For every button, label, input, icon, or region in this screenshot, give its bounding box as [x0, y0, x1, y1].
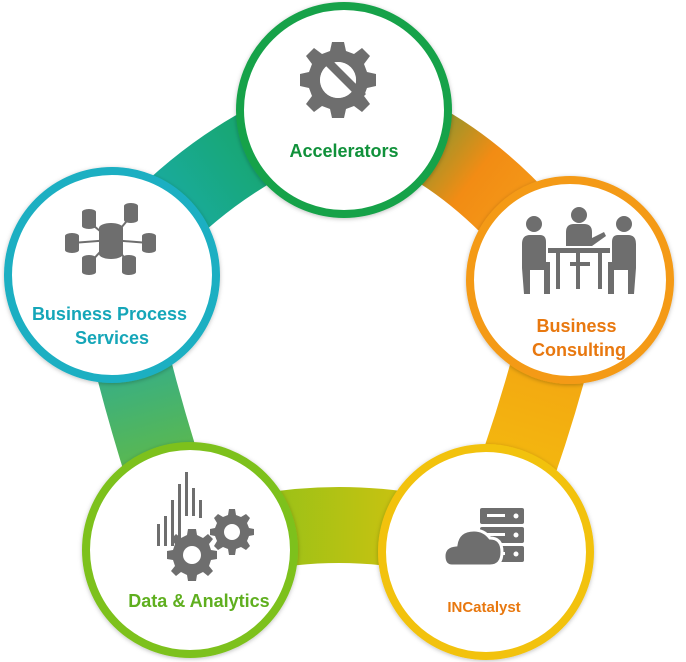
node-accelerators[interactable]: Accelerators [236, 2, 452, 218]
node-accelerators-label-line-1: Accelerators [289, 141, 398, 161]
node-incatalyst[interactable]: INCatalyst [378, 444, 594, 660]
node-business-consulting-label: Business Consulting [532, 316, 626, 360]
node-data-analytics[interactable]: Data & Analytics [82, 442, 298, 658]
node-incatalyst-label: INCatalyst [447, 599, 520, 616]
node-accelerators-label: Accelerators [289, 141, 398, 161]
node-business-consulting-label-line-1: Business [536, 316, 616, 336]
cloud-server-icon [442, 508, 524, 568]
node-data-analytics-label: Data & Analytics [128, 591, 269, 611]
node-business-process-services-label-line-1: Business Process [32, 304, 187, 324]
database-network-icon [65, 203, 156, 275]
node-business-consulting-label-line-2: Consulting [532, 340, 626, 360]
node-business-process-services-ring [4, 167, 220, 383]
meeting-icon [522, 207, 636, 294]
node-business-process-services[interactable]: Business Process Services [4, 167, 220, 383]
gear-wrench-icon [300, 42, 376, 118]
node-incatalyst-label-line-1: INCatalyst [447, 599, 520, 616]
node-business-consulting[interactable]: Business Consulting [466, 176, 674, 384]
node-business-process-services-label-line-2: Services [75, 328, 149, 348]
node-data-analytics-label-line-1: Data & Analytics [128, 591, 269, 611]
analytics-gears-icon [157, 472, 254, 581]
node-business-process-services-label: Business Process Services [32, 304, 192, 348]
